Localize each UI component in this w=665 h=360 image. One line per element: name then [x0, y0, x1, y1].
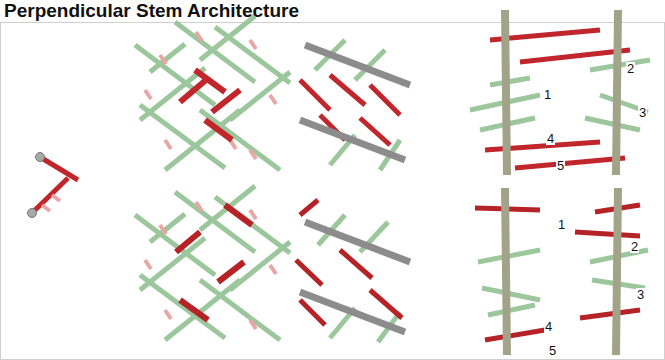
- callout-number: 3: [636, 288, 645, 301]
- callout-number: 5: [556, 159, 565, 172]
- callout-number: 5: [548, 344, 557, 357]
- callout-number: 2: [630, 240, 639, 253]
- figure-title: Perpendicular Stem Architecture: [4, 1, 299, 20]
- callout-number: 4: [544, 320, 553, 333]
- callout-number: 1: [557, 218, 566, 231]
- callout-number: 3: [638, 106, 647, 119]
- callout-number: 1: [543, 88, 552, 101]
- callout-number: 4: [546, 132, 555, 145]
- callout-number: 2: [626, 62, 635, 75]
